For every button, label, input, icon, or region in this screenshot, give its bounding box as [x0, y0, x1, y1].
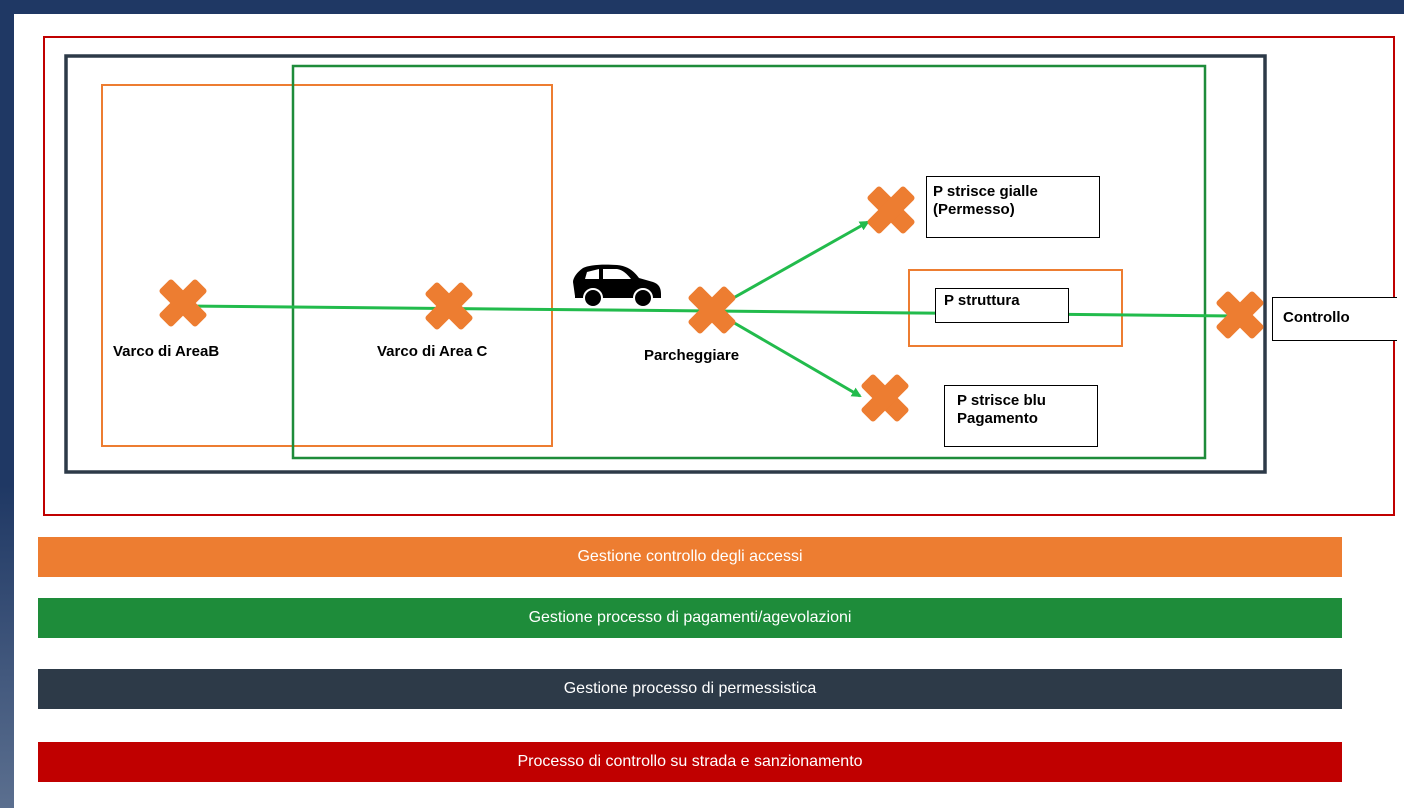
slide-top-border — [0, 0, 1404, 14]
marker-varco-areac-icon — [425, 282, 473, 330]
permessistica-area-box — [64, 54, 1267, 474]
marker-parcheggiare-icon — [688, 286, 736, 334]
arrow-to-gialle — [711, 220, 870, 312]
p-strisce-gialle-box: P strisce gialle (Permesso) — [926, 176, 1100, 238]
varco-areab-label: Varco di AreaB — [113, 343, 220, 360]
p-struttura-box: P struttura — [935, 288, 1069, 323]
legend-bar-controllo: Processo di controllo su strada e sanzio… — [38, 742, 1342, 782]
arrow-to-blu — [711, 308, 862, 398]
legend-bar-pagamenti: Gestione processo di pagamenti/agevolazi… — [38, 598, 1342, 638]
slide-left-border — [0, 0, 14, 808]
car-icon — [573, 264, 661, 308]
parcheggiare-label: Parcheggiare — [644, 347, 740, 364]
varco-areac-label: Varco di Area C — [377, 343, 488, 360]
accessi-areab-box — [101, 84, 553, 447]
p-strisce-blu-box: P strisce blu Pagamento — [944, 385, 1098, 447]
legend-bar-accessi: Gestione controllo degli accessi — [38, 537, 1342, 577]
accessi-struttura-box — [908, 269, 1123, 347]
process-diagram — [43, 36, 1395, 516]
marker-varco-areab-icon — [159, 279, 207, 327]
controllo-box: Controllo — [1272, 297, 1397, 341]
pagamenti-area-box — [291, 64, 1207, 460]
marker-p-gialle-icon — [867, 186, 915, 234]
controllo-area-box — [43, 36, 1395, 516]
marker-p-blu-icon — [861, 374, 909, 422]
legend-bar-permessistica: Gestione processo di permessistica — [38, 669, 1342, 709]
marker-controllo-icon — [1216, 291, 1264, 339]
